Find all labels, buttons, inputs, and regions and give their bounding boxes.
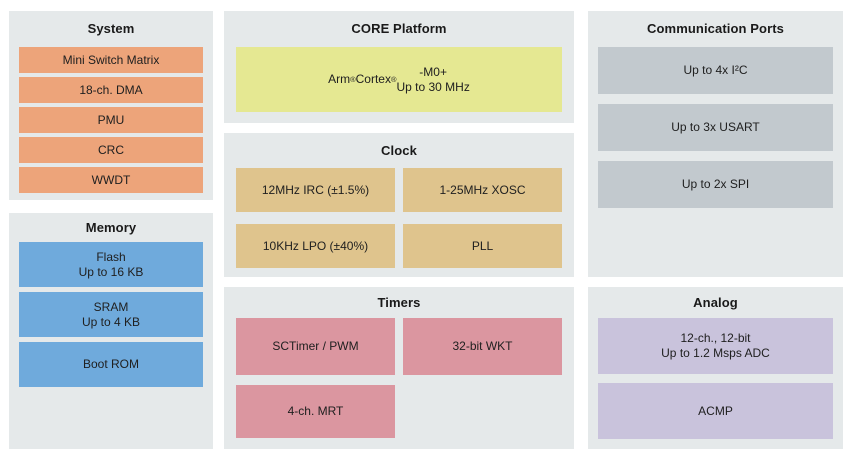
block-pmu: PMU bbox=[19, 107, 203, 133]
block-1-25mhz-xosc: 1-25MHz XOSC bbox=[403, 168, 562, 212]
panel-core-platform-blocks: Arm® Cortex®-M0+ Up to 30 MHz bbox=[236, 47, 562, 112]
block-usart: Up to 3x USART bbox=[598, 104, 833, 151]
panel-system-title: System bbox=[87, 21, 135, 36]
panel-timers: Timers SCTimer / PWM 32-bit WKT 4-ch. MR… bbox=[224, 287, 574, 449]
block-spi: Up to 2x SPI bbox=[598, 161, 833, 208]
panel-memory-title: Memory bbox=[85, 220, 137, 235]
block-32bit-wkt: 32-bit WKT bbox=[403, 318, 562, 375]
block-10khz-lpo: 10KHz LPO (±40%) bbox=[236, 224, 395, 268]
block-flash: Flash Up to 16 KB bbox=[19, 242, 203, 287]
panel-communication-ports-title: Communication Ports bbox=[647, 21, 784, 36]
panel-clock-blocks: 12MHz IRC (±1.5%) 1-25MHz XOSC 10KHz LPO… bbox=[236, 168, 562, 268]
block-sram: SRAM Up to 4 KB bbox=[19, 292, 203, 337]
panel-communication-ports: Communication Ports Up to 4x I²C Up to 3… bbox=[588, 11, 843, 277]
block-18ch-dma: 18-ch. DMA bbox=[19, 77, 203, 103]
block-arm-cortex-m0plus: Arm® Cortex®-M0+ Up to 30 MHz bbox=[236, 47, 562, 112]
block-4ch-mrt: 4-ch. MRT bbox=[236, 385, 395, 438]
panel-system-blocks: Mini Switch Matrix 18-ch. DMA PMU CRC WW… bbox=[19, 47, 203, 193]
panel-analog-blocks: 12-ch., 12-bit Up to 1.2 Msps ADC ACMP bbox=[598, 318, 833, 439]
panel-memory: Memory Flash Up to 16 KB SRAM Up to 4 KB… bbox=[9, 213, 213, 449]
block-i2c: Up to 4x I²C bbox=[598, 47, 833, 94]
panel-analog: Analog 12-ch., 12-bit Up to 1.2 Msps ADC… bbox=[588, 287, 843, 449]
block-12mhz-irc: 12MHz IRC (±1.5%) bbox=[236, 168, 395, 212]
panel-core-platform: CORE Platform Arm® Cortex®-M0+ Up to 30 … bbox=[224, 11, 574, 123]
panel-system: System Mini Switch Matrix 18-ch. DMA PMU… bbox=[9, 11, 213, 200]
panel-core-platform-title: CORE Platform bbox=[351, 21, 447, 36]
block-wwdt: WWDT bbox=[19, 167, 203, 193]
panel-communication-ports-blocks: Up to 4x I²C Up to 3x USART Up to 2x SPI bbox=[598, 47, 833, 208]
block-pll: PLL bbox=[403, 224, 562, 268]
panel-memory-blocks: Flash Up to 16 KB SRAM Up to 4 KB Boot R… bbox=[19, 242, 203, 387]
block-mini-switch-matrix: Mini Switch Matrix bbox=[19, 47, 203, 73]
panel-clock: Clock 12MHz IRC (±1.5%) 1-25MHz XOSC 10K… bbox=[224, 133, 574, 277]
panel-clock-title: Clock bbox=[381, 143, 417, 158]
panel-analog-title: Analog bbox=[693, 295, 738, 310]
panel-timers-title: Timers bbox=[377, 295, 421, 310]
block-crc: CRC bbox=[19, 137, 203, 163]
block-sctimer-pwm: SCTimer / PWM bbox=[236, 318, 395, 375]
block-adc: 12-ch., 12-bit Up to 1.2 Msps ADC bbox=[598, 318, 833, 374]
block-boot-rom: Boot ROM bbox=[19, 342, 203, 387]
block-acmp: ACMP bbox=[598, 383, 833, 439]
panel-timers-blocks: SCTimer / PWM 32-bit WKT 4-ch. MRT bbox=[236, 318, 562, 438]
